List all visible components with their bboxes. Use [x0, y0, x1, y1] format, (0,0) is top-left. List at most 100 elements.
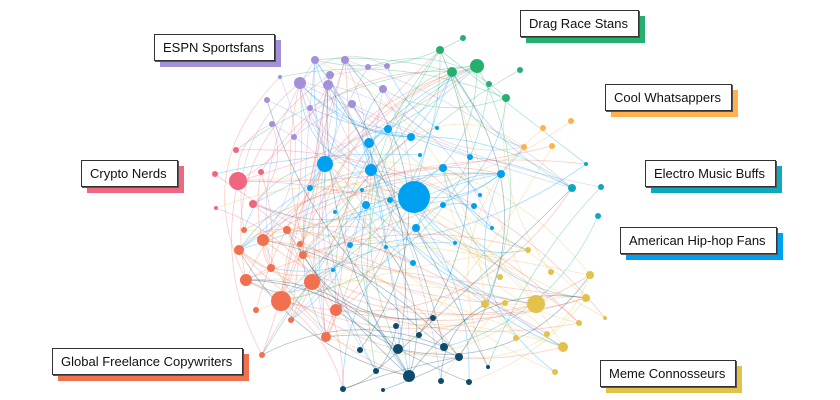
edge	[309, 120, 572, 192]
node-crypto	[229, 172, 247, 190]
edge	[324, 163, 517, 339]
node-copy	[288, 317, 294, 323]
node-meme	[558, 342, 568, 352]
edge	[342, 356, 460, 390]
label-cool-whatsappers: Cool Whatsappers	[605, 84, 738, 117]
edge	[238, 249, 564, 360]
edge	[299, 55, 388, 84]
edge	[314, 59, 412, 138]
edge	[410, 136, 471, 158]
node-other	[393, 344, 403, 354]
edge	[302, 204, 367, 256]
edge	[280, 187, 573, 312]
edge	[418, 303, 486, 336]
edge	[309, 107, 564, 348]
edge	[365, 204, 564, 348]
edge	[299, 82, 412, 138]
edge	[238, 249, 580, 332]
node-whats	[568, 118, 574, 124]
node-other	[340, 386, 346, 392]
edge	[329, 65, 388, 76]
edge	[252, 203, 548, 335]
edge	[386, 65, 438, 129]
edge	[302, 163, 327, 338]
edge	[415, 227, 564, 348]
node-copy	[283, 226, 291, 234]
node-copy	[240, 274, 252, 286]
edge	[397, 274, 591, 355]
node-hiphop	[471, 203, 477, 209]
node-copy	[304, 274, 320, 290]
edge	[318, 59, 346, 338]
node-hiphop	[439, 164, 447, 172]
edge	[324, 161, 591, 276]
node-drag	[517, 67, 523, 73]
edge	[351, 103, 602, 188]
edge	[360, 204, 410, 377]
edge	[245, 274, 591, 329]
node-espn	[269, 121, 275, 127]
node-other	[486, 365, 490, 369]
node-copy	[259, 352, 265, 358]
edge	[237, 65, 478, 182]
edge	[335, 297, 587, 321]
edge	[238, 249, 410, 377]
edge	[334, 65, 478, 311]
edge	[280, 65, 478, 302]
edge	[280, 300, 344, 390]
edge	[245, 169, 372, 281]
node-crypto	[258, 169, 264, 175]
edge	[261, 82, 303, 356]
node-hiphop	[384, 125, 392, 133]
node-espn	[278, 75, 282, 79]
node-other	[357, 347, 363, 353]
edge	[290, 74, 331, 321]
edge	[385, 246, 417, 377]
node-hiphop	[365, 164, 377, 176]
node-meme	[586, 271, 594, 279]
node-hiphop	[418, 153, 422, 157]
edge	[299, 82, 389, 130]
edge	[302, 254, 434, 320]
node-espn	[384, 63, 390, 69]
node-espn	[311, 56, 319, 64]
node-meme	[525, 247, 531, 253]
node-copy	[321, 332, 331, 342]
node-hiphop	[490, 226, 494, 230]
node-espn	[294, 77, 306, 89]
node-meme	[576, 320, 582, 326]
edge	[260, 71, 453, 173]
node-whats	[540, 125, 546, 131]
edge	[467, 127, 544, 368]
edge	[262, 173, 502, 241]
edge	[280, 84, 329, 302]
node-copy	[241, 227, 247, 233]
node-hiphop	[467, 154, 473, 160]
label-text: Cool Whatsappers	[605, 84, 732, 111]
node-hiphop	[331, 268, 335, 272]
edge	[224, 76, 281, 281]
edge	[349, 163, 587, 246]
edge	[309, 128, 389, 189]
edge	[237, 180, 580, 324]
edge	[324, 163, 556, 373]
edge	[280, 83, 490, 302]
node-drag	[486, 81, 492, 87]
edge	[271, 123, 399, 350]
node-other	[430, 315, 436, 321]
edge	[262, 239, 410, 377]
edge	[261, 281, 313, 356]
edge	[302, 167, 444, 256]
edge	[326, 84, 410, 377]
edge	[362, 88, 384, 171]
node-copy	[267, 264, 275, 272]
node-copy	[253, 307, 259, 313]
node-hiphop	[347, 242, 353, 248]
label-text: American Hip-hop Fans	[620, 227, 777, 254]
node-electro	[568, 184, 576, 192]
edge	[312, 74, 331, 338]
node-whats	[521, 144, 527, 150]
edge	[302, 233, 529, 256]
edge	[369, 49, 441, 350]
node-other	[381, 388, 385, 392]
